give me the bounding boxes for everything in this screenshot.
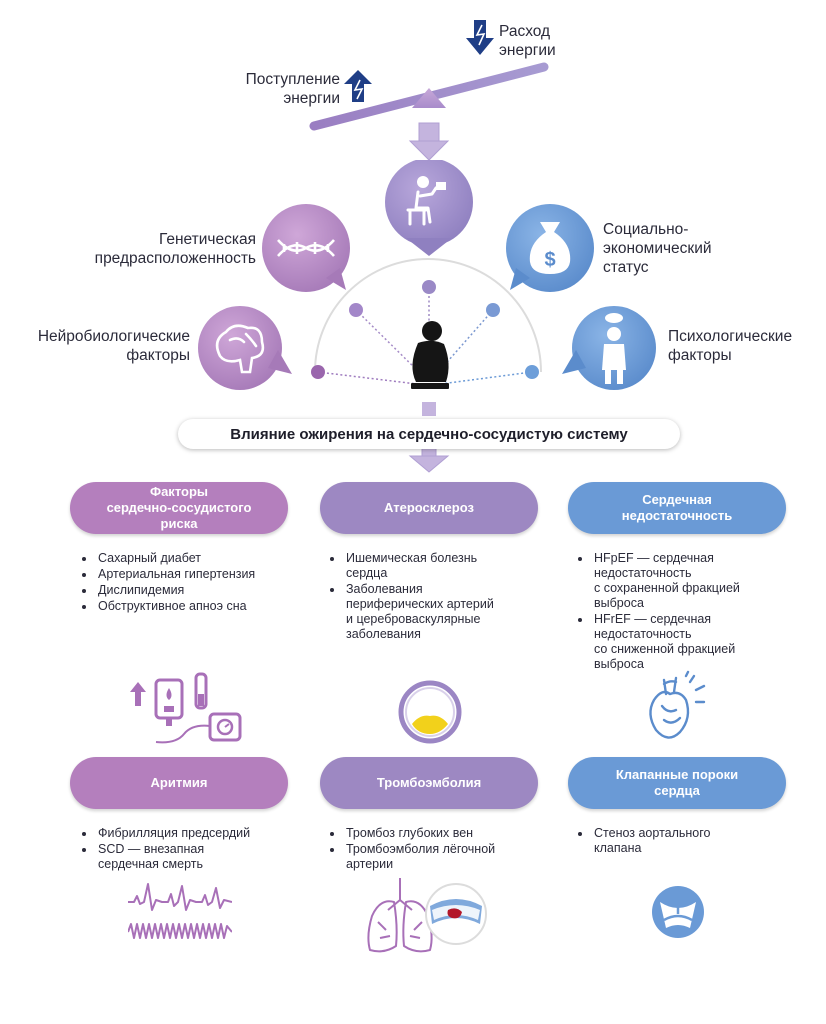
- brain-icon: [215, 324, 265, 374]
- heart-icon: [649, 670, 706, 739]
- socio-economic-label: Социально- экономический статус: [603, 221, 712, 276]
- list-item: Стеноз аортального клапана: [592, 826, 802, 856]
- thrombus-icon: [425, 883, 487, 945]
- obesity-factors-diagram: $: [198, 160, 656, 390]
- list-item: Ишемическая болезнь сердца: [344, 551, 554, 581]
- valve-disease-list: Стеноз аортального клапана: [578, 826, 802, 857]
- energy-up-icon: [344, 70, 372, 102]
- card-title-valve-disease: Клапанные пороки сердца: [568, 757, 786, 809]
- energy-down-icon: [466, 20, 494, 55]
- svg-text:$: $: [544, 249, 555, 271]
- psych-label: Психологические факторы: [668, 328, 793, 364]
- card-title-heart-failure: Сердечная недостаточность: [568, 482, 786, 534]
- list-item: Дислипидемия: [96, 583, 306, 598]
- eating-person-circle: [385, 160, 473, 256]
- arrhythmia-list: Фибрилляция предсердий SCD — внезапная с…: [82, 826, 306, 873]
- card-title-atherosclerosis: Атеросклероз: [320, 482, 538, 534]
- artery-plaque-icon: [398, 680, 462, 744]
- socio-economic-circle: $: [506, 204, 594, 292]
- card-title-thromboembolism: Тромбоэмболия: [320, 757, 538, 809]
- list-item: Обструктивное апноэ сна: [96, 599, 306, 614]
- list-item: Артериальная гипертензия: [96, 567, 306, 582]
- list-item: HFpEF — сердечная недостаточность с сохр…: [592, 551, 802, 611]
- obese-person-icon: [411, 321, 449, 389]
- psych-factor-circle: [562, 306, 656, 390]
- list-item: Фибрилляция предсердий: [96, 826, 306, 841]
- dna-icon: [277, 239, 335, 257]
- lungs-thrombus-icon: [367, 878, 487, 953]
- genetic-factor-circle: [262, 204, 350, 292]
- list-item: Тромбоз глубоких вен: [344, 826, 554, 841]
- energy-intake-label: Поступление энергии: [245, 71, 340, 107]
- glucometer-bp-icon: [130, 672, 242, 744]
- list-item: Тромбоэмболия лёгочной артерии: [344, 842, 554, 872]
- risk-factors-list: Сахарный диабет Артериальная гипертензия…: [82, 551, 306, 615]
- heart-failure-list: HFpEF — сердечная недостаточность с сохр…: [578, 551, 802, 673]
- neuro-factor-circle: [198, 306, 292, 390]
- energy-expense-label: Расход энергии: [499, 23, 556, 59]
- thromboembolism-list: Тромбоз глубоких вен Тромбоэмболия лёгоч…: [330, 826, 554, 873]
- list-item: Сахарный диабет: [96, 551, 306, 566]
- balance-pivot: [412, 88, 446, 108]
- worried-person-icon: [602, 313, 626, 384]
- card-title-arrhythmia: Аритмия: [70, 757, 288, 809]
- scale-arc: [314, 258, 542, 373]
- lungs-icon: [367, 878, 433, 953]
- aortic-valve-icon: [652, 886, 704, 938]
- money-bag-icon: $: [529, 222, 571, 274]
- banner-arrows: [408, 402, 450, 473]
- genetic-label: Генетическая предрасположенность: [94, 231, 256, 267]
- list-item: Заболевания периферических артерий и цер…: [344, 582, 554, 642]
- blood-pressure-monitor-icon: [155, 712, 242, 744]
- list-item: SCD — внезапная сердечная смерть: [96, 842, 306, 872]
- neuro-label: Нейробиологические факторы: [37, 328, 190, 364]
- ecg-icon: [128, 883, 232, 939]
- down-arrow-icon: [408, 122, 450, 161]
- list-item: HFrEF — сердечная недостаточность со сни…: [592, 612, 802, 672]
- eating-person-icon: [406, 176, 446, 226]
- card-title-risk-factors: Факторы сердечно-сосудистого риска: [70, 482, 288, 534]
- glucometer-icon: [130, 672, 208, 726]
- atherosclerosis-list: Ишемическая болезнь сердца Заболевания п…: [330, 551, 554, 643]
- main-banner: Влияние ожирения на сердечно-сосудистую …: [178, 419, 680, 449]
- energy-balance-graphic: [309, 20, 549, 161]
